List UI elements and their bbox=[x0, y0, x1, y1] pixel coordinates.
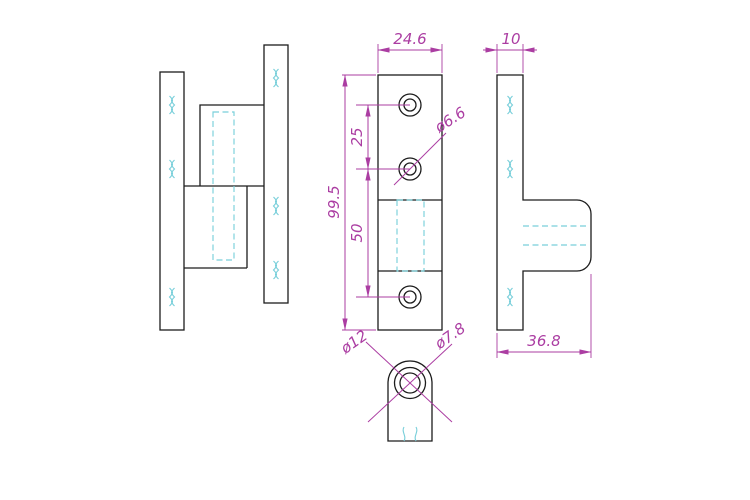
knuckle-arms-outline bbox=[184, 104, 264, 269]
leader-line-hole-diameter bbox=[393, 132, 447, 186]
hidden-notch-mark bbox=[414, 426, 418, 442]
leaf-front-view bbox=[377, 74, 443, 331]
hidden-countersink-mark bbox=[506, 159, 514, 179]
leaf-outline bbox=[377, 74, 443, 331]
dimensions-layer: 24.6 10 99.5 25 50 ø6.6 36.8 ø12 ø7.8 bbox=[325, 30, 592, 423]
dim-label-hole-diameter: ø6.6 bbox=[431, 103, 469, 137]
hidden-pin-bore bbox=[212, 111, 235, 261]
leaf-side-outline bbox=[496, 74, 592, 331]
dim-label-leaf-height: 99.5 bbox=[325, 185, 343, 218]
dim-label-leaf-width: 24.6 bbox=[393, 30, 426, 48]
dim-label-hole-spacing-upper: 25 bbox=[348, 127, 366, 146]
hole-center-extension-lines bbox=[356, 104, 410, 298]
ext-lines-leaf-width bbox=[377, 44, 443, 73]
hidden-countersink-mark bbox=[506, 95, 514, 115]
dim-label-hole-spacing-lower: 50 bbox=[348, 223, 366, 242]
hidden-pin-hole-lines bbox=[523, 225, 589, 246]
hidden-countersink-mark bbox=[272, 196, 280, 216]
dim-label-knuckle-diameter: ø12 bbox=[337, 326, 371, 358]
hidden-countersink-mark bbox=[506, 287, 514, 307]
dim-label-overall-depth: 36.8 bbox=[527, 332, 560, 350]
left-leaf-plate-outline bbox=[159, 71, 185, 331]
hidden-countersink-mark bbox=[168, 95, 176, 115]
ext-lines-leaf-height bbox=[342, 74, 376, 331]
hidden-countersink-mark bbox=[272, 260, 280, 280]
dim-label-plate-thickness: 10 bbox=[501, 30, 520, 48]
hidden-countersink-mark bbox=[168, 287, 176, 307]
leader-line-pin-hole-diameter bbox=[367, 343, 453, 423]
hidden-countersink-mark bbox=[272, 68, 280, 88]
leaf-side-view bbox=[496, 74, 592, 331]
knuckle-boundary-lines bbox=[378, 199, 442, 272]
knuckle-circle bbox=[393, 366, 427, 400]
right-leaf-plate-outline bbox=[263, 44, 289, 304]
ext-lines-plate-thickness bbox=[496, 44, 524, 73]
leaf-bottom-view bbox=[387, 360, 433, 442]
knuckle-end-outline bbox=[387, 360, 433, 442]
hidden-notch-mark bbox=[402, 426, 406, 442]
dim-label-pin-hole-diameter: ø7.8 bbox=[431, 319, 469, 353]
pin-hole-circle bbox=[399, 372, 421, 394]
assembled-front-view bbox=[159, 44, 289, 331]
hidden-barrel-bore bbox=[396, 199, 425, 272]
hidden-countersink-mark bbox=[168, 159, 176, 179]
leader-line-knuckle-diameter bbox=[365, 341, 453, 423]
